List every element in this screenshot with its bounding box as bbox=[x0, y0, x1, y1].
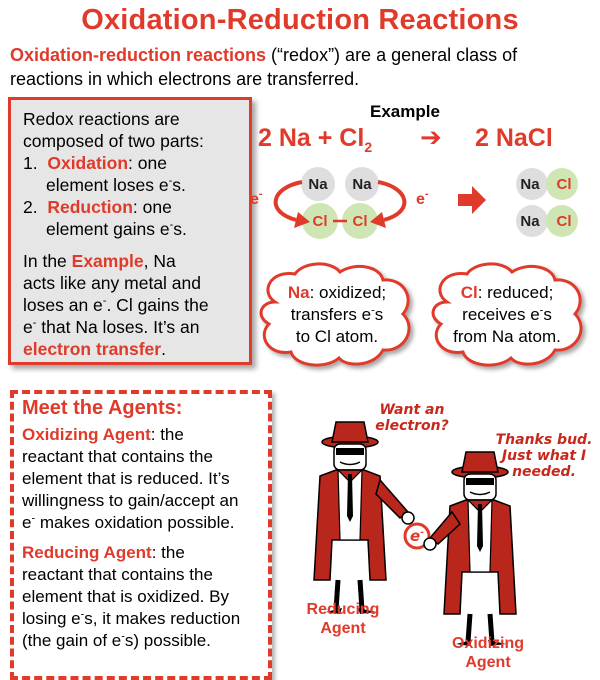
electron-arrow-right bbox=[377, 180, 407, 222]
svg-text:e-: e- bbox=[410, 527, 424, 545]
na-cloud-text: Na: oxidized; transfers e-s to Cl atom. bbox=[287, 283, 387, 346]
atom-diagram: Na Na Cl Cl e- e- Na Cl Na Cl bbox=[250, 167, 578, 239]
cl-cloud-text: Cl: reduced; receives e-s from Na atom. bbox=[453, 283, 561, 346]
agents-line: Oxidizing Agent: the bbox=[22, 425, 184, 444]
na-label: Na bbox=[520, 213, 540, 230]
cl-atom bbox=[302, 203, 338, 239]
agents-line: willingness to gain/accept an bbox=[22, 491, 239, 510]
agents-line: reactant that contains the bbox=[22, 447, 213, 466]
panel-paragraph-line: acts like any metal and bbox=[23, 273, 202, 293]
agents-line: losing e-s, it makes reduction bbox=[22, 608, 241, 628]
panel-paragraph-line: electron transfer. bbox=[23, 339, 166, 359]
oxidation-item-line2: element loses e-s. bbox=[46, 175, 186, 195]
agents-line: e- makes oxidation possible. bbox=[22, 512, 235, 532]
agents-line: reactant that contains the bbox=[22, 565, 213, 584]
oxidizing-agent-figure bbox=[423, 451, 517, 646]
cl-label: Cl bbox=[557, 176, 572, 193]
na-label: Na bbox=[352, 176, 372, 193]
cl-label: Cl bbox=[557, 213, 572, 230]
product-arrow-icon bbox=[458, 186, 486, 214]
intro-rest: (“redox”) are a general class of reactio… bbox=[10, 45, 518, 89]
reduction-item-line2: element gains e-s. bbox=[46, 219, 187, 239]
na-label: Na bbox=[308, 176, 328, 193]
electron-arrow-left bbox=[273, 180, 303, 222]
panel-line: composed of two parts: bbox=[23, 131, 204, 151]
cl-label: Cl bbox=[313, 213, 328, 230]
page-title: Oxidation-Reduction Reactions bbox=[81, 4, 519, 36]
electron-coin: e- bbox=[403, 522, 431, 550]
redox-parts-panel: Redox reactions are composed of two part… bbox=[8, 97, 252, 365]
electron-label: e- bbox=[416, 188, 429, 208]
agents-line: (the gain of e-s) possible. bbox=[22, 630, 211, 650]
na-label: Na bbox=[520, 176, 540, 193]
panel-paragraph-line: loses an e-. Cl gains the bbox=[23, 295, 209, 315]
reduction-item: 2. Reduction: one bbox=[23, 197, 172, 217]
agents-line: element that is reduced. It’s bbox=[22, 469, 230, 488]
na-atom bbox=[301, 167, 335, 201]
intro-term: Oxidation-reduction reactions bbox=[10, 45, 267, 65]
agents-line: Reducing Agent: the bbox=[22, 543, 185, 562]
intro-text: Oxidation-reduction reactions (“redox”) … bbox=[10, 43, 590, 91]
example-label: Example bbox=[370, 102, 440, 121]
panel-paragraph-line: In the Example, Na bbox=[23, 251, 176, 271]
cl-cloud bbox=[431, 262, 583, 367]
oxidation-item: 1. Oxidation: one bbox=[23, 153, 167, 173]
agents-cartoon: e- bbox=[313, 421, 517, 646]
panel-line: Redox reactions are bbox=[23, 109, 180, 129]
na-cloud bbox=[259, 262, 411, 367]
electron-label: e- bbox=[250, 188, 263, 208]
agents-line: element that is oxidized. By bbox=[22, 587, 229, 606]
panel-paragraph-line: e- that Na loses. It’s an bbox=[23, 317, 200, 337]
na-atom bbox=[345, 167, 379, 201]
cl-atom bbox=[342, 203, 378, 239]
agents-heading: Meet the Agents: bbox=[22, 397, 183, 419]
reducing-agent-figure bbox=[313, 421, 415, 614]
equation-reactants: 2 Na + Cl2 bbox=[258, 124, 373, 155]
reaction-arrow-icon: ➔ bbox=[420, 122, 442, 152]
cl-label: Cl bbox=[353, 213, 368, 230]
equation-products: 2 NaCl bbox=[475, 124, 553, 152]
agents-panel: Meet the Agents: Oxidizing Agent: the re… bbox=[10, 390, 272, 680]
thought-clouds bbox=[259, 262, 583, 367]
